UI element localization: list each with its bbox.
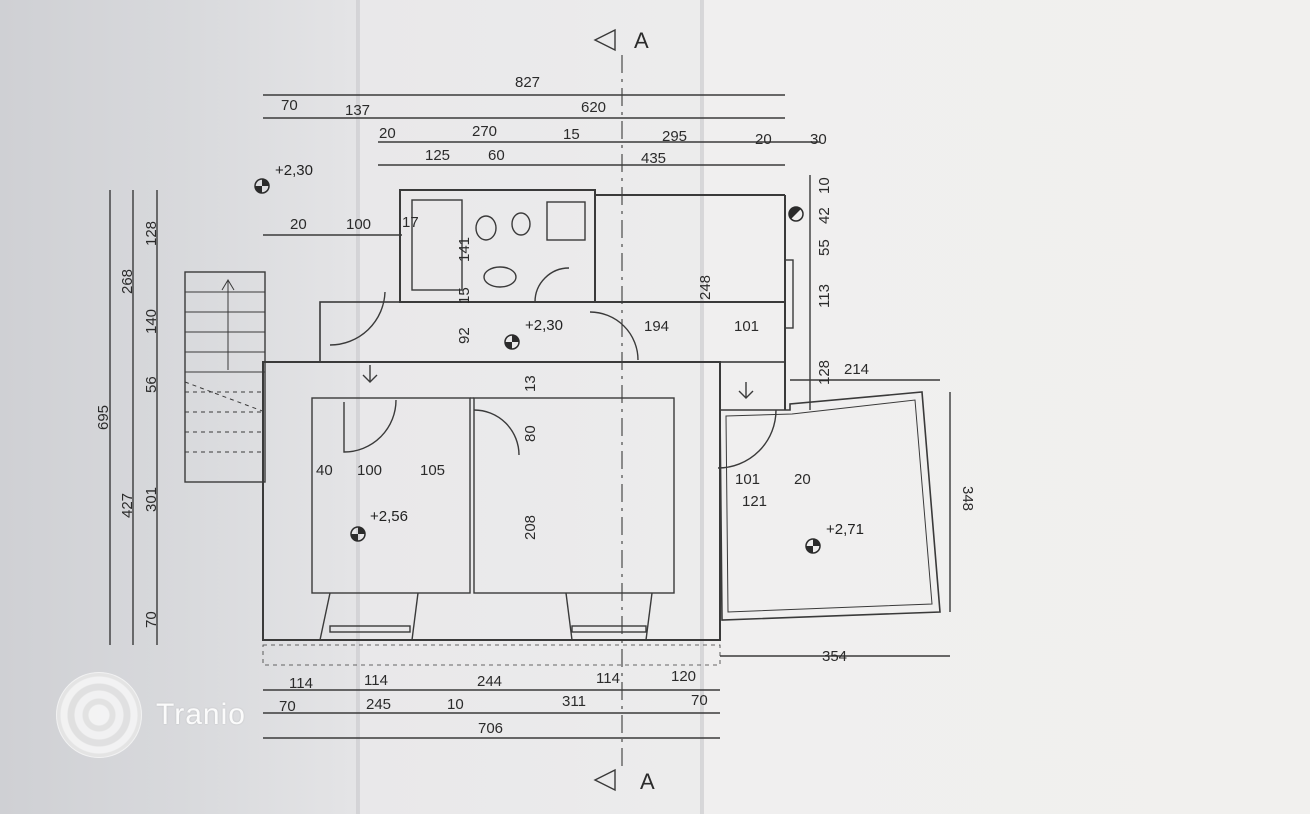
dim-label: 244 bbox=[477, 673, 502, 690]
stairs bbox=[184, 271, 266, 483]
terrace-inner bbox=[725, 399, 933, 613]
dim-label: 20 bbox=[794, 471, 811, 488]
terrace-wall bbox=[719, 391, 941, 621]
dim-label: 137 bbox=[345, 102, 370, 119]
level-markers bbox=[254, 178, 821, 554]
dim-label: 311 bbox=[562, 693, 586, 710]
dim-label: 100 bbox=[357, 462, 382, 479]
dim-label: 295 bbox=[662, 128, 687, 145]
dim-label: 114 bbox=[596, 670, 620, 687]
dim-label: 40 bbox=[316, 462, 333, 479]
dim-label: 827 bbox=[515, 74, 540, 91]
dim-label: 20 bbox=[290, 216, 307, 233]
dim-label: 427 bbox=[119, 493, 136, 518]
section-arrow-bottom bbox=[593, 768, 616, 792]
dim-label: 15 bbox=[563, 126, 580, 143]
dim-label: 101 bbox=[735, 471, 760, 488]
dim-label: 114 bbox=[289, 675, 313, 692]
dim-label: 105 bbox=[420, 462, 445, 479]
dim-label: 125 bbox=[425, 147, 450, 164]
dim-label: 60 bbox=[488, 147, 505, 164]
dim-label: 30 bbox=[810, 131, 827, 148]
dim-label: 20 bbox=[379, 125, 396, 142]
dim-label: 141 bbox=[456, 237, 473, 262]
dim-label: 15 bbox=[456, 287, 473, 304]
section-arrow-top bbox=[593, 28, 616, 52]
dim-label: 55 bbox=[816, 239, 833, 256]
dim-label: 100 bbox=[346, 216, 371, 233]
level-label: +2,30 bbox=[525, 317, 563, 334]
dim-label: 435 bbox=[641, 150, 666, 167]
dim-label: 10 bbox=[816, 177, 833, 194]
room-center bbox=[473, 397, 675, 594]
dim-label: 70 bbox=[281, 97, 298, 114]
dim-label: 114 bbox=[364, 672, 388, 689]
dim-label: 268 bbox=[119, 269, 136, 294]
level-label: +2,56 bbox=[370, 508, 408, 525]
washbasin bbox=[483, 266, 517, 288]
window bbox=[784, 259, 794, 329]
main-wall bbox=[262, 361, 721, 641]
dim-label: 20 bbox=[755, 131, 772, 148]
dim-label: 42 bbox=[816, 207, 833, 224]
dim-label: 706 bbox=[478, 720, 503, 737]
dim-label: 140 bbox=[143, 309, 160, 334]
bathroom-wall bbox=[399, 189, 596, 303]
dim-label: 120 bbox=[671, 668, 696, 685]
dim-label: 620 bbox=[581, 99, 606, 116]
dim-label: 70 bbox=[143, 611, 160, 628]
toilet bbox=[475, 215, 497, 241]
paper-fold bbox=[700, 0, 704, 814]
dim-label: 248 bbox=[697, 275, 714, 300]
room-left bbox=[311, 397, 471, 594]
paper-fold bbox=[356, 0, 360, 814]
window bbox=[571, 625, 647, 633]
dim-label: 92 bbox=[456, 327, 473, 344]
dim-label: 245 bbox=[366, 696, 391, 713]
dim-label: 695 bbox=[95, 405, 112, 430]
dim-label: 10 bbox=[447, 696, 464, 713]
dim-label: 214 bbox=[844, 361, 869, 378]
door-swing bbox=[343, 399, 397, 453]
dim-label: 208 bbox=[522, 515, 539, 540]
dim-label: 70 bbox=[691, 692, 708, 709]
dim-label: 270 bbox=[472, 123, 497, 140]
dim-label: 194 bbox=[644, 318, 669, 335]
door-swing bbox=[473, 409, 520, 456]
logo-text: Tranio bbox=[156, 698, 246, 731]
dim-label: 80 bbox=[522, 425, 539, 442]
dim-label: 70 bbox=[279, 698, 296, 715]
room-wall bbox=[594, 194, 785, 303]
door-swing bbox=[717, 409, 777, 469]
dim-label: 121 bbox=[742, 493, 767, 510]
dim-label: 113 bbox=[816, 284, 833, 308]
dim-label: 128 bbox=[816, 360, 833, 385]
level-label: +2,71 bbox=[826, 521, 864, 538]
dim-label: 101 bbox=[734, 318, 759, 335]
section-label-bottom: A bbox=[640, 769, 655, 794]
bathtub bbox=[411, 199, 463, 291]
dim-label: 354 bbox=[822, 648, 847, 665]
door-swing bbox=[329, 291, 386, 346]
logo-icon bbox=[56, 672, 142, 758]
dim-label: 17 bbox=[402, 214, 419, 231]
door-swing bbox=[534, 267, 570, 303]
window bbox=[329, 625, 411, 633]
door-swing bbox=[589, 311, 639, 361]
dim-label: 56 bbox=[143, 376, 160, 393]
dim-label: 13 bbox=[522, 375, 539, 392]
dim-label: 348 bbox=[959, 486, 976, 511]
watermark-logo: Tranio bbox=[56, 672, 246, 758]
level-label: +2,30 bbox=[275, 162, 313, 179]
boiler bbox=[546, 201, 586, 241]
dim-label: 128 bbox=[143, 221, 160, 246]
dim-label: 301 bbox=[143, 487, 160, 512]
section-label-top: A bbox=[634, 28, 649, 53]
bidet bbox=[511, 212, 531, 236]
